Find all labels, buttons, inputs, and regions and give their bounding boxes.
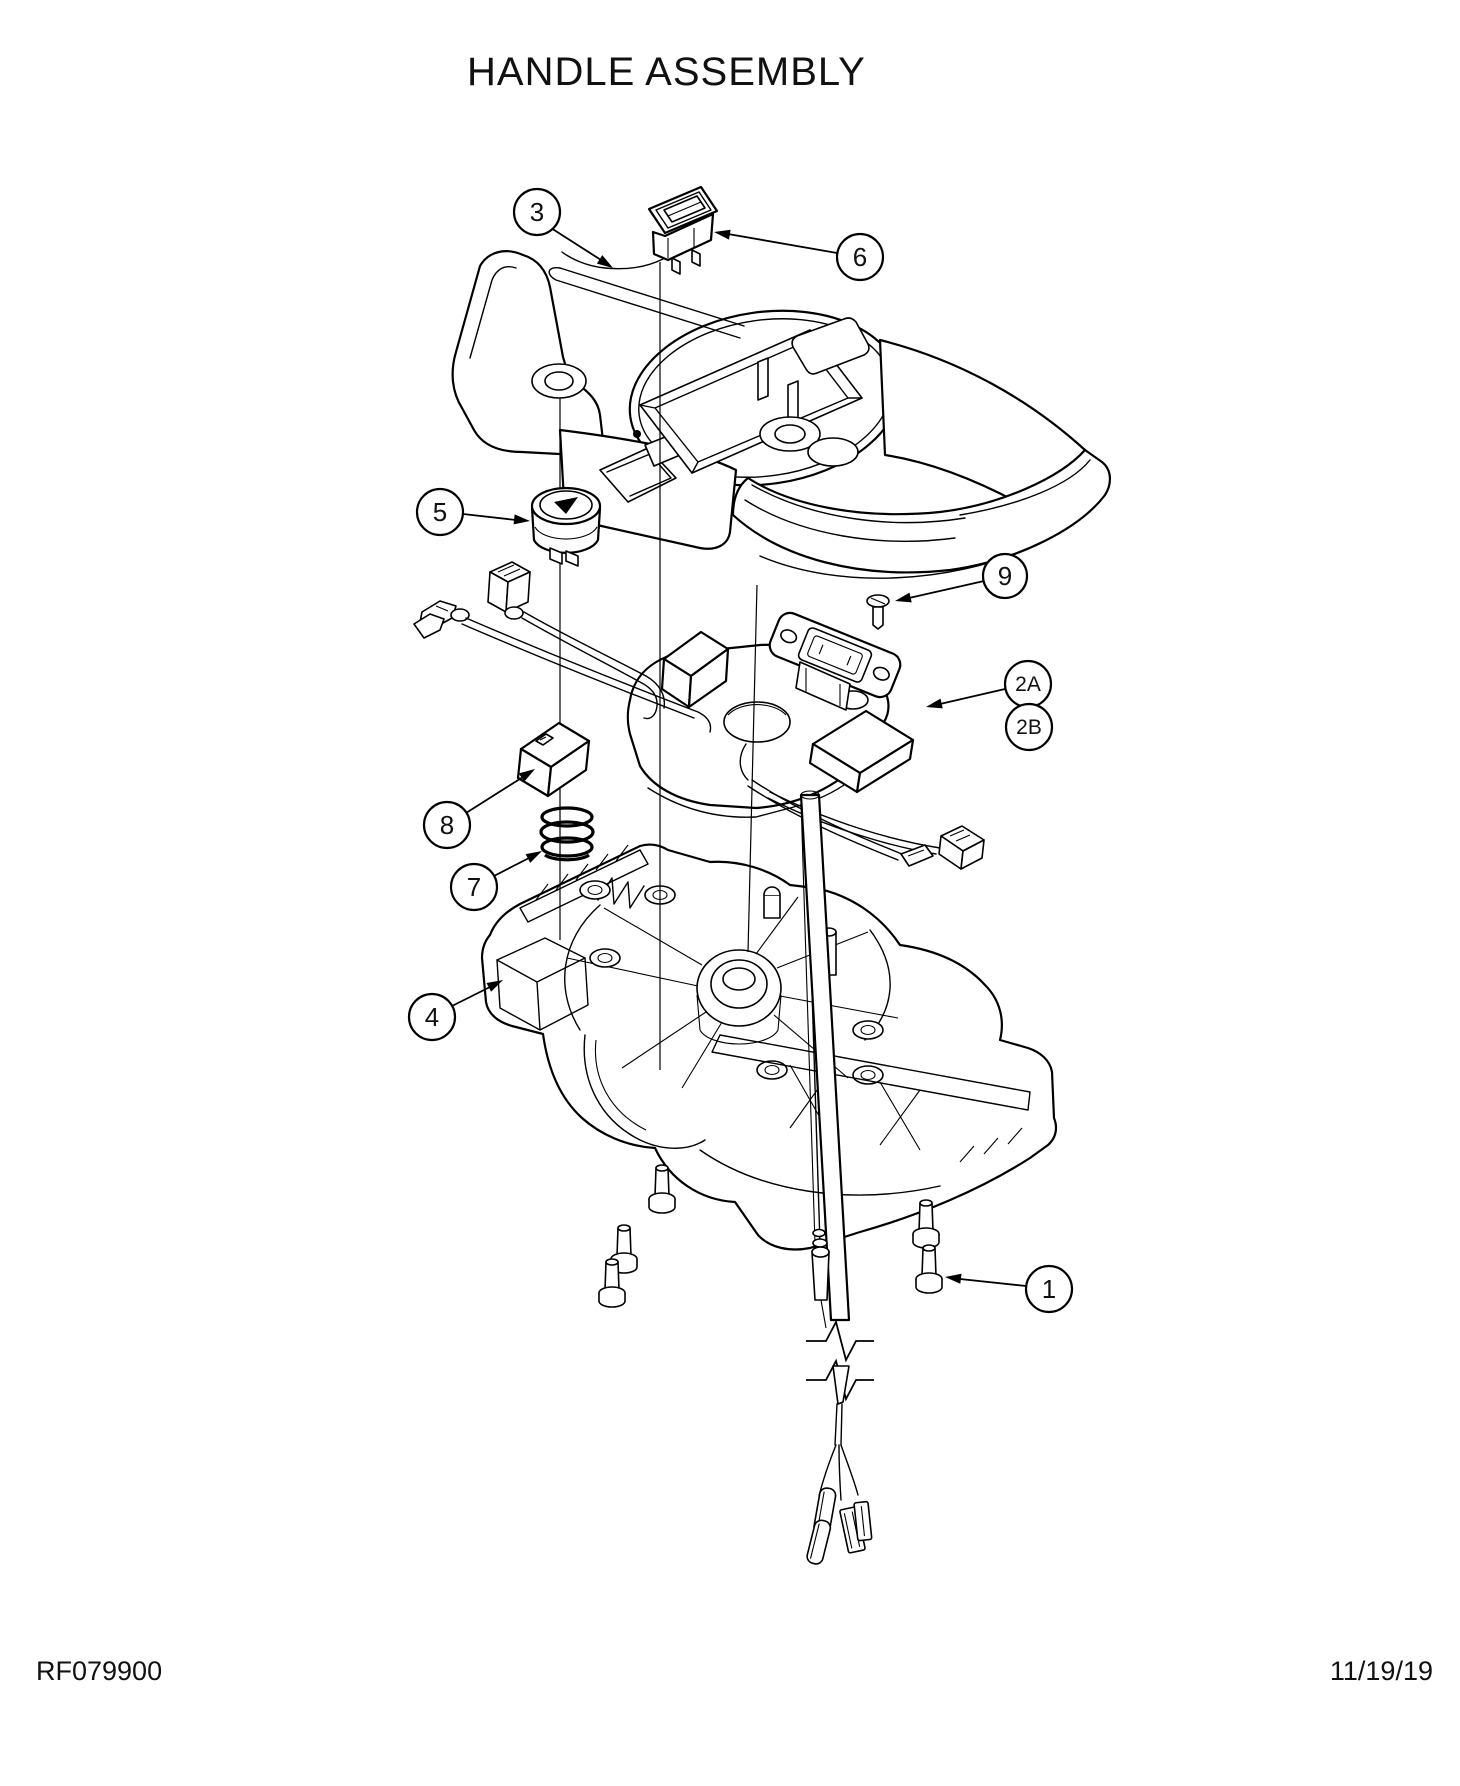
hub-boss xyxy=(696,949,782,1045)
screw xyxy=(912,1199,940,1249)
callout-9: 9 xyxy=(981,552,1029,600)
switch-knob xyxy=(530,486,602,567)
wires-right xyxy=(739,743,985,870)
callout-7-label: 7 xyxy=(467,872,481,902)
spade-terminals xyxy=(413,600,712,733)
callout-2b: 2B xyxy=(1004,702,1054,752)
callout-7: 7 xyxy=(449,862,499,912)
callout-6: 6 xyxy=(835,232,885,282)
lower-housing xyxy=(480,843,1058,1251)
wire-harness-top xyxy=(548,251,745,339)
revision-date: 11/19/19 xyxy=(1329,1656,1433,1686)
callout-2a: 2A xyxy=(1003,659,1053,709)
capacitor-box xyxy=(660,630,730,709)
screw xyxy=(648,1164,676,1214)
spring xyxy=(539,806,595,862)
page-title: HANDLE ASSEMBLY xyxy=(467,50,866,94)
cable-connector-mid xyxy=(811,1228,830,1329)
relay-box xyxy=(808,709,915,794)
micro-switch xyxy=(516,721,591,798)
callout-4: 4 xyxy=(407,992,457,1042)
document-number: RF079900 xyxy=(36,1656,163,1686)
callout-1: 1 xyxy=(1024,1264,1074,1314)
top-housing xyxy=(451,250,1111,579)
bottom-cable xyxy=(806,1365,873,1565)
screw xyxy=(598,1258,626,1308)
callout-5-label: 5 xyxy=(433,497,447,527)
rocker-switch xyxy=(647,185,719,275)
callout-8: 8 xyxy=(422,800,472,850)
callout-3: 3 xyxy=(512,187,562,237)
leader-lines xyxy=(451,227,1027,1287)
callout-3-label: 3 xyxy=(530,197,544,227)
callout-6-label: 6 xyxy=(853,242,867,272)
callout-1-label: 1 xyxy=(1042,1274,1056,1304)
power-inlet-socket xyxy=(768,611,902,711)
callout-2b-label: 2B xyxy=(1016,716,1042,739)
screw-1 xyxy=(915,1244,943,1294)
handle-tube xyxy=(799,790,851,1322)
callout-8-label: 8 xyxy=(440,810,454,840)
screw-9 xyxy=(866,594,890,630)
callout-2a-label: 2A xyxy=(1015,673,1041,696)
screw-bosses xyxy=(579,880,884,1085)
wire-connector-block xyxy=(487,561,666,720)
callout-4-label: 4 xyxy=(425,1002,439,1032)
housing-screws xyxy=(598,1164,943,1308)
callout-9-label: 9 xyxy=(998,561,1012,591)
callout-5: 5 xyxy=(415,487,465,537)
